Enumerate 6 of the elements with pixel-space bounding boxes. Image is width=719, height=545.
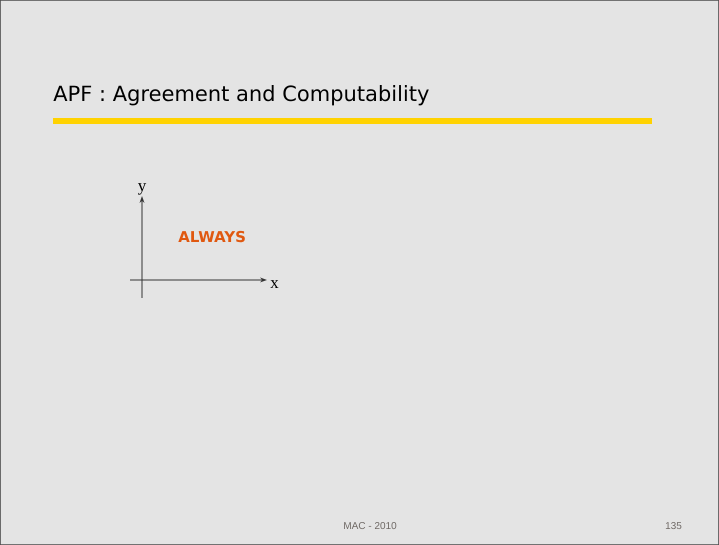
highlight-text: ALWAYS — [178, 230, 245, 242]
title: APF : Agreement and Computability — [53, 85, 429, 106]
page-number: 135 — [666, 522, 682, 530]
axis-label: x — [270, 280, 278, 288]
footer-text: MAC - 2010 — [344, 522, 396, 530]
axis-label: y — [138, 183, 146, 195]
